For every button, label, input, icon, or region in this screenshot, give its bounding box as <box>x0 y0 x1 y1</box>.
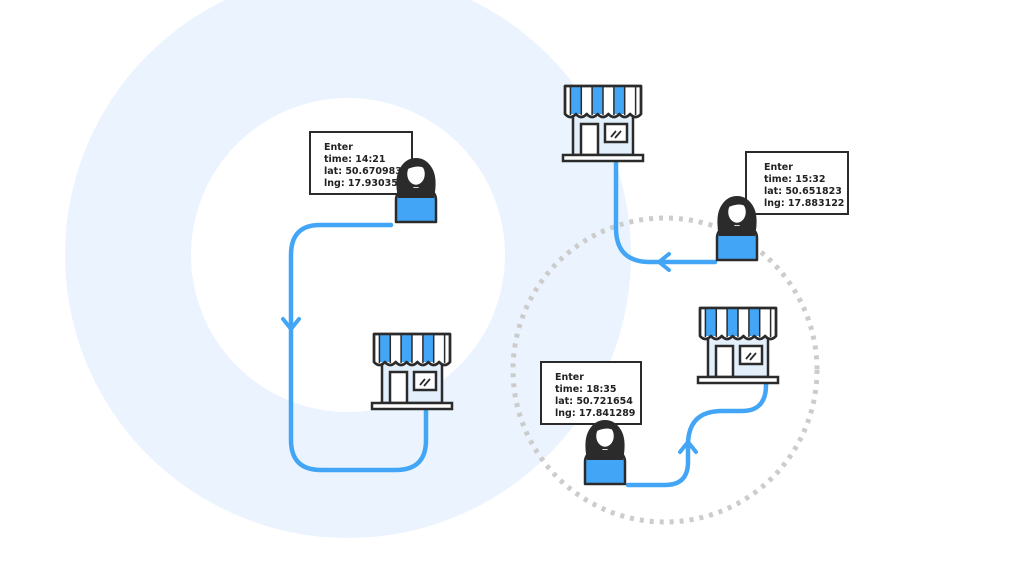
woman-avatar-icon <box>394 156 438 224</box>
route-arrow-left <box>281 317 301 331</box>
storefront-icon <box>696 306 780 385</box>
route-line-bottom-right <box>625 377 769 488</box>
checkin-label: Enter time: 14:21 lat: 50.670983 lng: 17… <box>309 131 413 195</box>
checkin-lng: lng: 17.930352 <box>324 178 404 189</box>
checkin-label: Enter time: 15:32 lat: 50.651823 lng: 17… <box>745 151 849 215</box>
route-line-top-right <box>613 157 718 265</box>
checkin-event: Enter <box>555 372 584 383</box>
route-line-left <box>288 222 429 473</box>
storefront-icon <box>561 84 645 163</box>
checkin-time: time: 15:32 <box>764 174 826 185</box>
storefront-icon <box>370 332 454 411</box>
checkin-lng: lng: 17.883122 <box>764 198 844 209</box>
route-arrow-bottom-right <box>678 440 698 454</box>
checkin-label: Enter time: 18:35 lat: 50.721654 lng: 17… <box>540 361 642 425</box>
checkin-time: time: 18:35 <box>555 384 617 395</box>
checkin-event: Enter <box>764 162 793 173</box>
checkin-lng: lng: 17.841289 <box>555 408 635 419</box>
checkin-lat: lat: 50.721654 <box>555 396 633 407</box>
checkin-event: Enter <box>324 142 353 153</box>
route-arrow-top-right <box>657 252 671 272</box>
geofence-dotted-ring <box>510 215 820 525</box>
checkin-lat: lat: 50.670983 <box>324 166 402 177</box>
checkin-lat: lat: 50.651823 <box>764 186 842 197</box>
woman-avatar-icon <box>583 418 627 486</box>
woman-avatar-icon <box>715 194 759 262</box>
checkin-time: time: 14:21 <box>324 154 386 165</box>
geofence-halo-large <box>65 0 631 538</box>
